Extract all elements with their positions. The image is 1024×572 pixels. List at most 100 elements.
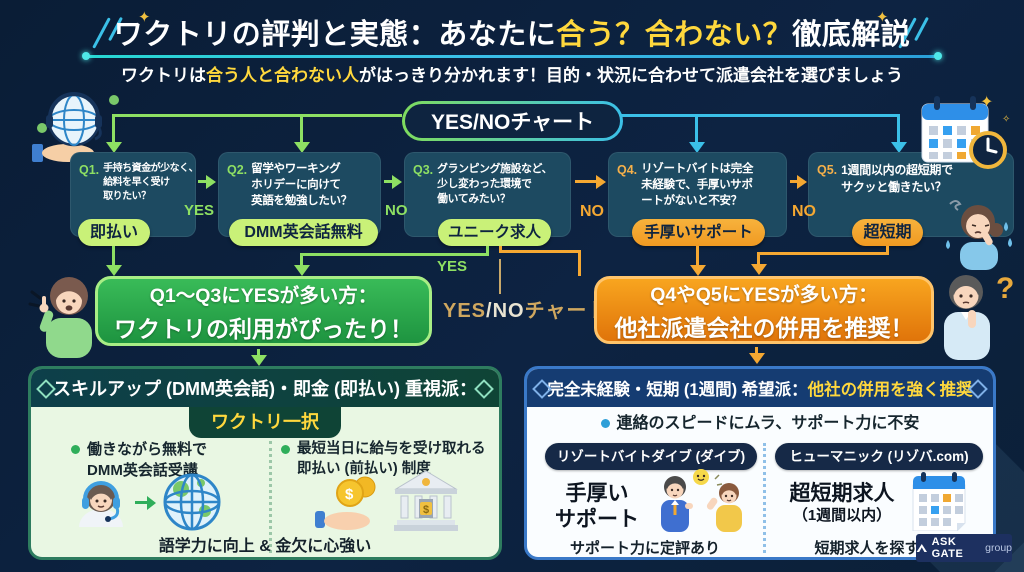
arrow-right-icon: [797, 175, 807, 189]
svg-text:?: ?: [996, 272, 1014, 305]
connector-line: [575, 180, 597, 183]
answer-badge-tanki: 超短期: [852, 219, 923, 246]
arrow-right-icon: [392, 175, 402, 189]
title-divider: [86, 55, 938, 58]
globe-icon: [163, 473, 221, 531]
result-line: 他社派遣会社の併用を推奨！: [614, 314, 914, 341]
svg-text:$: $: [423, 504, 429, 516]
question-id: Q5.: [817, 163, 838, 177]
benefit-dmm-bullet: 働きながら無料で DMM英会話受講: [71, 439, 207, 481]
connector-line: [112, 246, 115, 267]
bullet-line: 最短当日に給与を受け取れる: [297, 441, 486, 457]
diamond-ornament-icon: [474, 379, 494, 399]
watermark-no: /NO: [486, 300, 525, 322]
question-line: 未経験で、手厚いサポ: [641, 178, 753, 191]
subtitle-post: がはっきり分かれます！目的・状況に合わせて派遣会社を選びましょう: [359, 66, 903, 85]
connector-line: [112, 114, 402, 117]
arrow-down-icon: [106, 142, 122, 153]
panel-left-header: スキルアップ (DMM英会話)・即金 (即払い) 重視派：: [31, 369, 499, 407]
sparkle-icon: ✦: [980, 94, 994, 111]
watermark-yes: YES: [443, 300, 487, 322]
answer-badge-unique: ユニーク求人: [438, 219, 551, 246]
arrow-down-icon: [689, 142, 705, 153]
connector-line: [499, 250, 581, 253]
arrow-down-icon: [106, 265, 122, 276]
coins-in-hand-icon: $: [315, 476, 376, 530]
connector-line: [499, 246, 502, 253]
answer-badge-sokubarai: 即払い: [78, 219, 150, 246]
sparkle-icon: ✧: [1002, 114, 1011, 125]
connector-line: [757, 252, 889, 255]
panel-right-header-pre: 完全未経験・短期 (1週間) 希望派：: [547, 381, 808, 399]
connector-line: [198, 180, 207, 183]
bullet-line: 即払い (前払い) 制度: [297, 461, 431, 478]
feature-title-line: 超短期求人: [789, 482, 895, 505]
question-line: ートがないと不安？: [641, 194, 742, 207]
question-line: 英語を勉強したい？: [251, 194, 352, 207]
question-line: 留学やワーキング: [251, 163, 341, 175]
feature-title-line: サポート: [555, 508, 639, 532]
title-highlight: 合う？合わない？: [556, 19, 793, 51]
arrow-down-icon: [751, 264, 767, 275]
result-line: Q4やQ5にYESが多い方：: [650, 283, 878, 306]
panel-left-caption: 語学力に向上 & 金欠に心強い: [158, 538, 372, 555]
question-line: 取りたい？: [103, 190, 151, 202]
arrow-right-icon: [206, 175, 216, 189]
connector-line: [300, 253, 489, 256]
sparkle-icon: ✦: [138, 9, 151, 26]
dive-caption: サポート力に定評あり: [569, 540, 720, 557]
divider-dot: [82, 52, 90, 60]
watermark-chart: チャート: [524, 300, 609, 322]
feature-title-line: （1週間以内）: [792, 507, 892, 525]
benefit-sokubarai-bullet: 最短当日に給与を受け取れる 即払い (前払い) 制度: [281, 439, 486, 480]
yesno-watermark-label: YES/NOチャート: [443, 294, 608, 323]
answer-badge-support: 手厚いサポート: [632, 219, 765, 246]
calendar-clock-icon: [921, 96, 1007, 169]
question-id: Q2.: [227, 163, 248, 177]
question-line: 少し変わった環境で: [437, 177, 532, 190]
arrow-down-icon: [690, 265, 706, 276]
support-staff-pair-illustration: [661, 469, 742, 532]
title-pre: ワクトリの評判と実態：あなたに: [113, 19, 557, 51]
bullet-dot: [281, 445, 290, 454]
svg-text:$: $: [345, 486, 354, 503]
pointing-woman-illustration: [28, 277, 92, 358]
question-id: Q4.: [617, 163, 638, 177]
panel-right-header: 完全未経験・短期 (1週間) 希望派：他社の併用を強く推奨: [527, 369, 993, 407]
question-line: 1週間以内の超短期で: [841, 163, 953, 177]
arrow-down-icon: [891, 142, 907, 153]
connector-line: [300, 114, 303, 144]
connector-line: [897, 114, 900, 144]
arrow-down-icon: [294, 265, 310, 276]
ask-gate-logo: ASK GATE group: [916, 534, 1012, 562]
connector-line: [886, 246, 889, 255]
connector-line: [112, 114, 115, 144]
connector-line: [790, 180, 798, 183]
mountain-triangle-logo-icon: [916, 543, 927, 553]
result-box-wakutori-fit: Q1〜Q3にYESが多い方： ワクトリの利用がぴったり！: [95, 276, 432, 346]
feature-title-line: 手厚い: [565, 482, 629, 505]
divider-dot: [934, 52, 942, 60]
connector-line: [384, 180, 393, 183]
result-line: ワクトリの利用がぴったり！: [114, 315, 413, 342]
bullet-dot: [71, 445, 80, 454]
concern-bullet: 連絡のスピードにムラ、サポート力に不安: [527, 413, 993, 435]
edge-label-yes: YES: [437, 258, 468, 275]
connector-line: [257, 349, 260, 356]
question-line: 手持ち資金が少なく、: [103, 163, 199, 174]
column-divider: [763, 443, 766, 553]
panel-wakutori-fit: スキルアップ (DMM英会話)・即金 (即払い) 重視派： ワクトリ一択 働きな…: [28, 366, 502, 560]
bullet-dot: [600, 419, 610, 428]
connector-line: [755, 347, 758, 354]
answer-badge-dmm: DMM英会話無料: [229, 219, 378, 246]
bullet-line: 働きながら無料で: [87, 441, 208, 458]
dive-feature-title: 手厚い サポート: [545, 481, 649, 534]
connector-line: [620, 114, 900, 117]
arrow-right-icon: [147, 496, 156, 510]
arrow-down-icon: [294, 142, 310, 153]
agency-pill-humanic: ヒューマニック (リゾバ.com): [775, 443, 983, 470]
panel-left-header-label: スキルアップ (DMM英会話)・即金 (即払い) 重視派：: [53, 379, 477, 399]
page-title: ワクトリの評判と実態：あなたに合う？合わない？徹底解説: [0, 11, 1024, 53]
question-line: グランピング施設など、: [437, 163, 553, 175]
question-id: Q1.: [79, 163, 100, 177]
